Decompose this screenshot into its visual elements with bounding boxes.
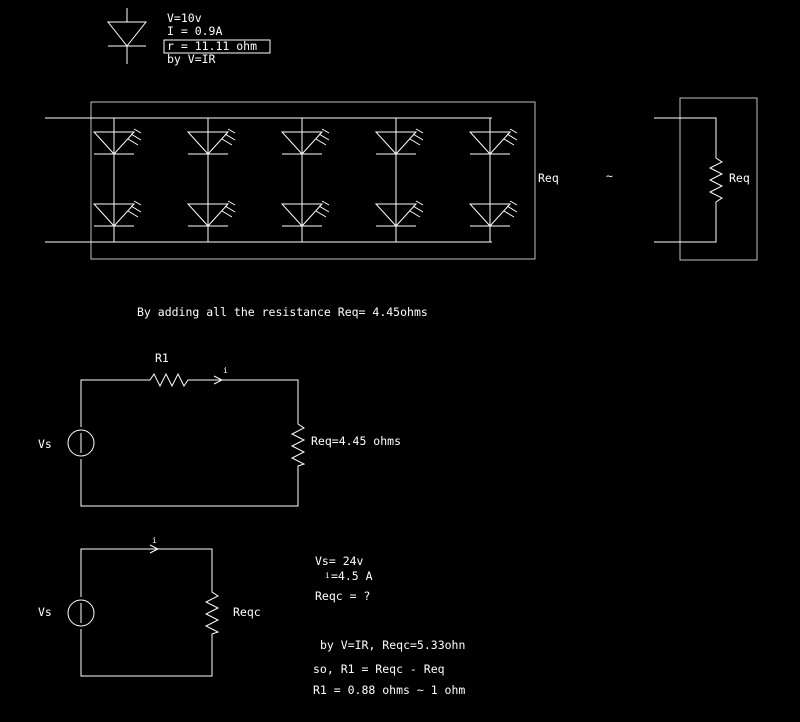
led-emission-ray	[130, 133, 142, 141]
sum-statement: By adding all the resistance Req= 4.45oh…	[137, 305, 428, 319]
c2-load-label: Reqc	[233, 605, 261, 619]
calc-r1-result: R1 = 0.88 ohms ~ 1 ohm	[313, 683, 465, 697]
led-symbol	[468, 203, 512, 227]
led-emission-ray	[227, 128, 236, 134]
led-emission-ray	[318, 205, 330, 213]
c2-bottom-wire	[80, 629, 213, 677]
c2-current-label: i	[152, 536, 157, 545]
led-emission-ray	[127, 210, 139, 218]
led-symbol	[186, 131, 230, 155]
led-emission-ray	[503, 210, 515, 218]
led-emission-ray	[224, 205, 236, 213]
c2-source-label: Vs	[38, 605, 52, 619]
led-symbol	[186, 203, 230, 227]
c1-r1-label: R1	[155, 351, 169, 365]
array-req-label: Req	[538, 171, 559, 185]
led-array	[92, 118, 518, 242]
calc-r1-formula: so, R1 = Reqc - Req	[313, 662, 445, 676]
led-symbol	[374, 203, 418, 227]
led-emission-ray	[127, 138, 139, 146]
led-method-text: by V=IR	[167, 52, 216, 66]
led-emission-ray	[227, 200, 236, 206]
circuit1	[67, 372, 306, 507]
led-emission-ray	[509, 200, 518, 206]
equivalent-resistor-symbol	[708, 152, 724, 208]
led-emission-ray	[321, 128, 330, 134]
equivalent-frame	[679, 97, 758, 261]
led-symbol	[92, 203, 136, 227]
led-emission-ray	[509, 128, 518, 134]
approx-symbol: ~	[606, 169, 613, 183]
calc-reqc-query: Reqc = ?	[315, 589, 370, 603]
c1-load-resistor-symbol	[290, 420, 306, 468]
c2-current-arrow	[149, 544, 160, 554]
led-emission-ray	[412, 205, 424, 213]
led-emission-ray	[506, 133, 518, 141]
led-symbol	[280, 203, 324, 227]
led-legend-symbol	[106, 8, 148, 64]
led-array-frame	[90, 101, 536, 260]
c2-voltage-source-symbol	[67, 599, 95, 627]
led-emission-ray	[409, 210, 421, 218]
led-emission-ray	[415, 128, 424, 134]
circuit2	[67, 544, 220, 677]
calc-current-value: =4.5 A	[331, 569, 373, 583]
c1-load-label: Req=4.45 ohms	[311, 434, 401, 448]
led-emission-ray	[221, 138, 233, 146]
led-emission-ray	[503, 138, 515, 146]
led-resistance-highlight-box	[163, 39, 271, 54]
led-emission-ray	[412, 133, 424, 141]
led-resistance-text: r = 11.11 ohm	[167, 39, 257, 53]
led-voltage-text: V=10v	[167, 11, 202, 25]
c1-source-label: Vs	[38, 437, 52, 451]
calc-vs-value: Vs= 24v	[315, 554, 364, 568]
led-symbol	[280, 131, 324, 155]
led-symbol	[468, 131, 512, 155]
equivalent-bottom-wire	[654, 208, 717, 243]
led-symbol	[374, 131, 418, 155]
led-emission-ray	[221, 210, 233, 218]
calc-current-mark: i	[325, 571, 330, 580]
equivalent-top-wire	[654, 117, 717, 152]
led-current-text: I = 0.9A	[167, 24, 222, 38]
c1-right-top-wire	[192, 379, 299, 420]
led-emission-ray	[318, 133, 330, 141]
c2-load-resistor-symbol	[204, 588, 220, 638]
led-emission-ray	[130, 205, 142, 213]
c1-current-arrow	[213, 375, 224, 385]
led-emission-ray	[133, 128, 142, 134]
led-emission-ray	[315, 138, 327, 146]
calc-reqc-result: by V=IR, Reqc=5.33ohn	[320, 638, 465, 652]
c1-r1-resistor-symbol	[145, 372, 192, 388]
led-emission-ray	[224, 133, 236, 141]
led-emission-ray	[315, 210, 327, 218]
equivalent-req-label: Req	[729, 171, 750, 185]
c1-left-top-wire	[80, 379, 145, 427]
led-emission-ray	[409, 138, 421, 146]
led-emission-ray	[415, 200, 424, 206]
led-emission-ray	[133, 200, 142, 206]
led-emission-ray	[321, 200, 330, 206]
led-symbol	[92, 131, 136, 155]
c1-current-label: i	[223, 366, 228, 375]
c2-top-wire	[80, 548, 213, 597]
c1-bottom-wire	[80, 459, 299, 507]
led-emission-ray	[506, 205, 518, 213]
c1-voltage-source-symbol	[67, 429, 95, 457]
